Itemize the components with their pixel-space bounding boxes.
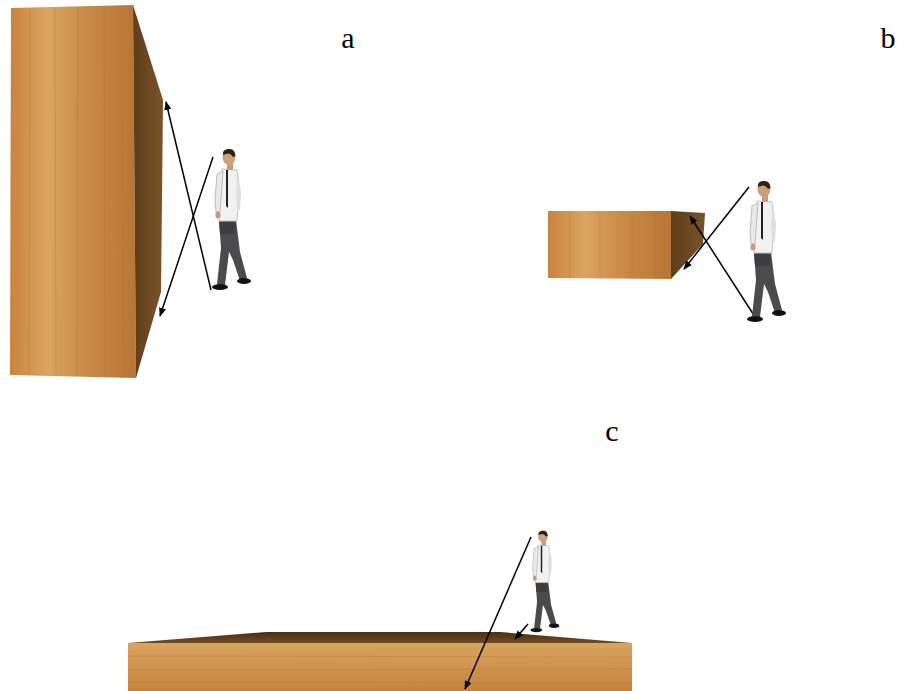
walking-man — [212, 149, 251, 290]
low-block — [548, 211, 705, 279]
walking-man — [530, 531, 559, 633]
panel-letter: a — [341, 23, 354, 53]
panel-letter: b — [881, 23, 896, 53]
walking-man — [747, 181, 786, 322]
panel-letter: c — [605, 416, 618, 446]
sight-lines-c — [465, 537, 531, 689]
flat-slab — [128, 632, 632, 691]
tall-block — [10, 5, 163, 378]
sight-lines-b — [684, 187, 757, 320]
sight-lines-a — [160, 102, 213, 316]
